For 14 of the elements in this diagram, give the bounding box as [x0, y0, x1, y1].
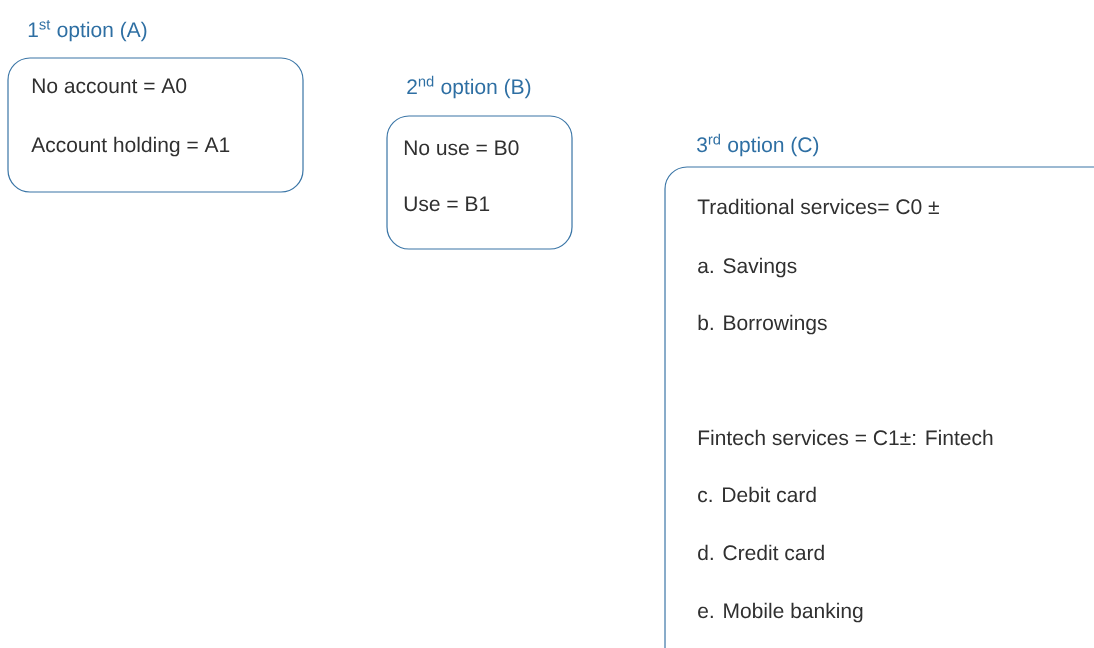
option-line: Traditional services= C0 ± — [697, 198, 939, 215]
option-line: a. Savings — [698, 257, 797, 278]
option-heading: 1$^{st}$ option (A) — [28, 19, 147, 42]
option-line: Use = B1 — [404, 196, 490, 212]
option-line: Account holding = A1 — [31, 136, 230, 157]
option-line: Fintech services = C1±: Fintech — [698, 429, 993, 446]
option-line: e. Mobile banking — [698, 602, 863, 623]
option-line: d. Credit card — [698, 544, 824, 561]
option-line: b. Borrowings — [698, 314, 827, 335]
option-line: c. Debit card — [698, 486, 816, 503]
option-line: No account = A0 — [32, 78, 187, 94]
option-line: No use = B0 — [404, 140, 519, 156]
option-heading: 3$^{rd}$ option (C) — [697, 133, 819, 157]
option-heading: 2$^{nd}$ option (B) — [407, 75, 531, 99]
